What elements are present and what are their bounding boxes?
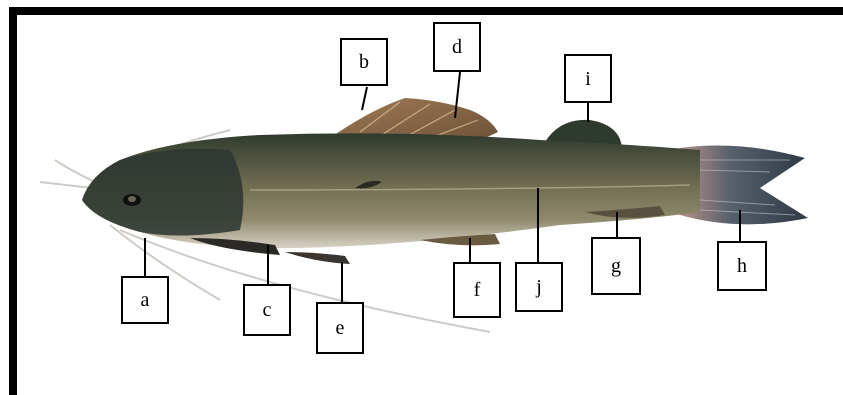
label-j: j xyxy=(515,262,563,312)
label-h: h xyxy=(717,241,767,291)
label-e: e xyxy=(316,302,364,354)
label-f: f xyxy=(453,262,501,318)
fish-head xyxy=(82,149,243,236)
label-i: i xyxy=(564,54,612,103)
label-b: b xyxy=(340,38,388,86)
label-d: d xyxy=(433,22,481,72)
label-c: c xyxy=(243,284,291,336)
label-g: g xyxy=(591,237,641,295)
pelvic-fin xyxy=(285,252,350,264)
label-a: a xyxy=(121,276,169,324)
